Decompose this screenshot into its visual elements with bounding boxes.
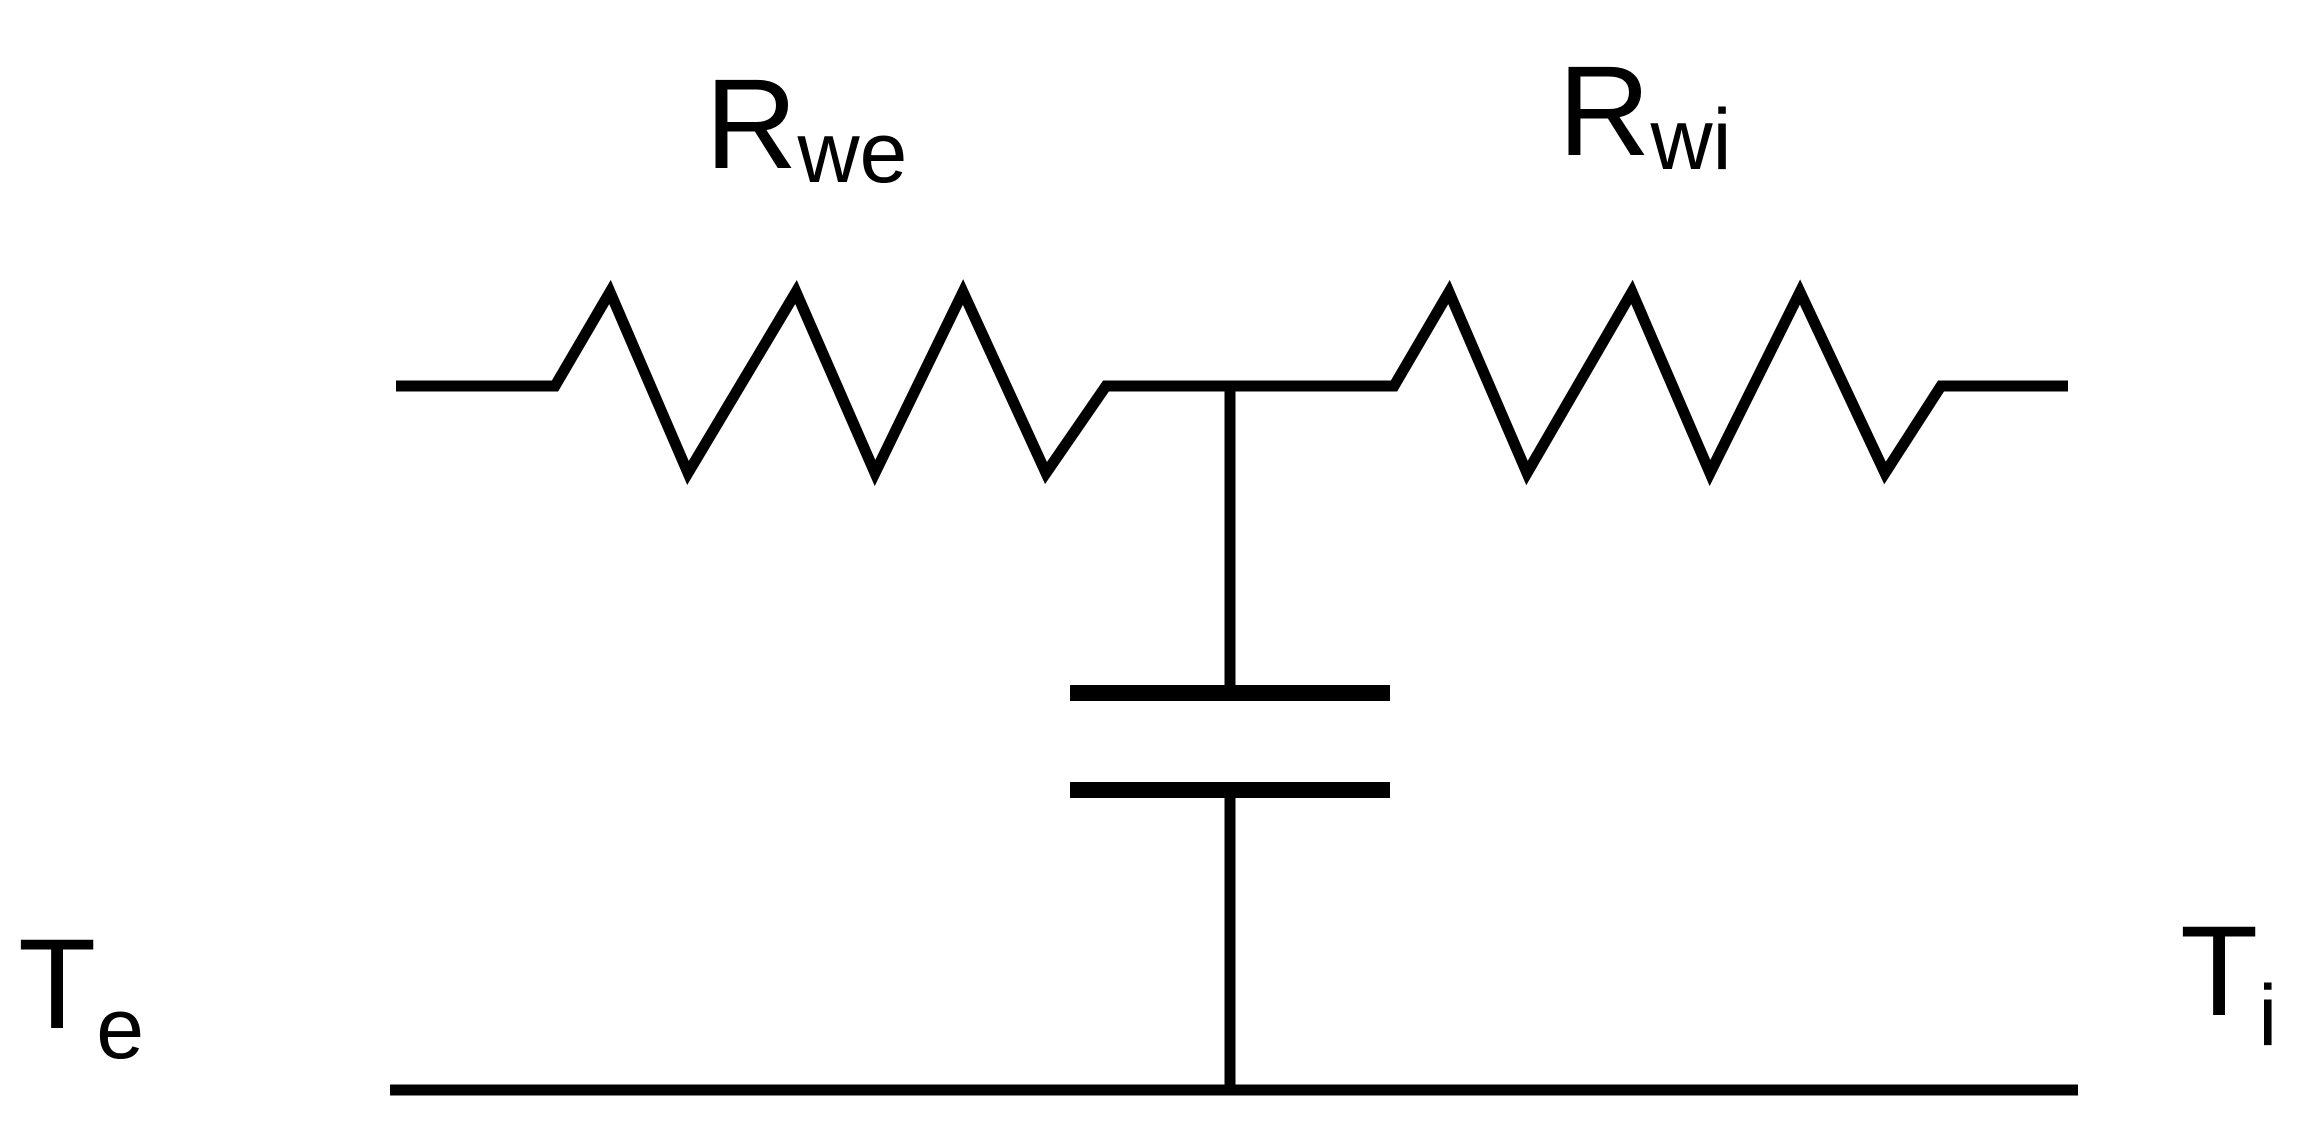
resistor-we	[396, 279, 1230, 487]
resistor-wi	[1230, 279, 2068, 487]
label-t-e: Te	[18, 913, 144, 1077]
label-t-i: Ti	[2180, 900, 2277, 1064]
label-r-wi: Rwi	[1558, 40, 1732, 188]
label-r-we: Rwe	[705, 53, 907, 201]
